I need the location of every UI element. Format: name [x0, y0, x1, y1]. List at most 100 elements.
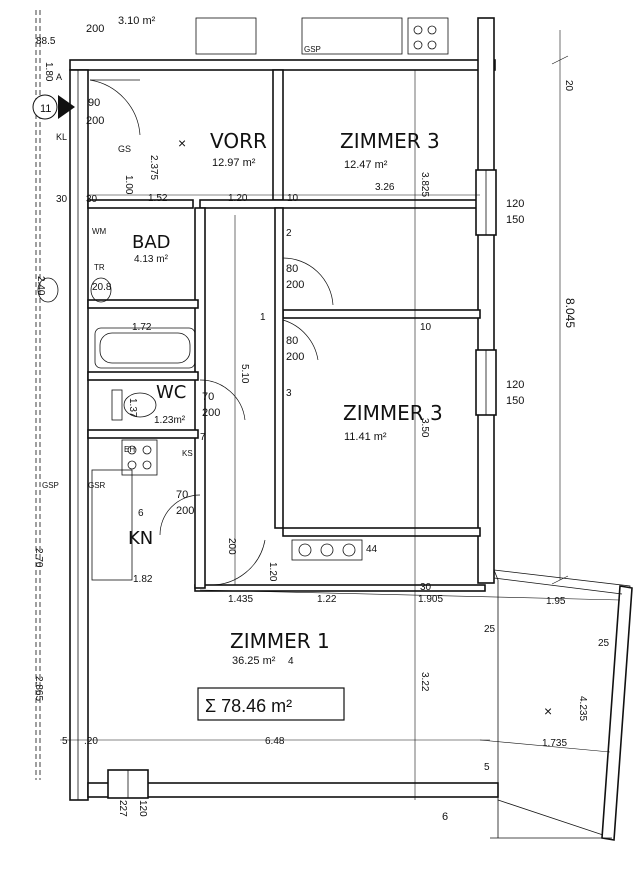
dim-1905: 1.905: [418, 594, 443, 605]
dim-350: 3.50: [419, 418, 430, 438]
dim-182: 1.82: [133, 574, 153, 585]
dim-122: 1.22: [317, 594, 337, 605]
room-zimmer3-mid-area: 11.41 m²: [344, 431, 387, 443]
dim-270: 2.70: [33, 548, 44, 568]
num-7: 7: [200, 432, 206, 443]
toilet: [123, 392, 157, 418]
wall-bad-top: [87, 199, 194, 209]
dim-44: 44: [366, 544, 378, 555]
balcony-right-wall: [601, 585, 633, 841]
dim-510: 5.10: [239, 364, 250, 384]
dim-6: 6: [442, 811, 448, 823]
dim-195: 1.95: [546, 596, 566, 607]
dim-10b: 10: [420, 322, 432, 333]
dim-885: 88.5: [36, 36, 56, 47]
room-zimmer1-area: 36.25 m²: [232, 655, 276, 667]
door-70kn-w: 70: [176, 489, 188, 501]
dim-322: 3.22: [419, 672, 430, 692]
wall-h-4: [194, 584, 486, 592]
label-ks: KS: [182, 449, 193, 458]
door-90-h: 200: [86, 115, 104, 127]
room-vorr-label: VORR: [210, 129, 267, 153]
window-a-w: 120: [506, 198, 524, 210]
dim-30c: 30: [420, 582, 432, 593]
label-kl: KL: [56, 132, 67, 142]
wall-h-2: [282, 309, 481, 319]
mark-x-balcony: ×: [544, 703, 552, 719]
radiator: [291, 539, 363, 561]
label-a: A: [56, 72, 62, 82]
window-b-w: 120: [506, 379, 524, 391]
axis-marker: [32, 94, 58, 120]
wall-bottom: [87, 782, 499, 798]
dim-25a: 25: [484, 624, 496, 635]
window-b-h: 150: [506, 395, 524, 407]
room-zimmer3-top-label: ZIMMER 3: [340, 129, 440, 153]
num-5: 5: [484, 762, 490, 773]
label-tr: TR: [94, 263, 105, 272]
dim-240: 2.40: [35, 276, 46, 296]
label-gsr: GSR: [88, 481, 106, 490]
num-2: 2: [286, 228, 292, 239]
dim-2375: 2.375: [148, 155, 159, 180]
total-area-box: [197, 687, 345, 721]
dim-227: 227: [117, 800, 128, 817]
dim-208: 20.8: [92, 282, 112, 293]
label-wm: WM: [92, 227, 107, 236]
wall-bad-low: [87, 299, 199, 309]
dim-180: 1.80: [43, 62, 54, 82]
room-wc-label: WC: [156, 382, 186, 403]
door-90-w: 90: [88, 97, 100, 109]
door-80a-h: 200: [286, 279, 304, 291]
dim-2865: 2.865: [33, 676, 44, 701]
dim-648: 6.48: [265, 736, 285, 747]
mark-x-vorr: ×: [178, 135, 186, 151]
door-80b-w: 80: [286, 335, 298, 347]
label-gsp: GSP: [304, 45, 321, 54]
dim-25b: 25: [598, 638, 610, 649]
dim-137: 1.37: [127, 398, 138, 418]
room-wc-area: 1.23m²: [154, 415, 186, 426]
dim-8045: 8.045: [563, 298, 577, 328]
axis-number: 11: [40, 103, 51, 115]
wall-z3-left: [274, 207, 284, 529]
num-1: 1: [260, 312, 266, 323]
total-area: Σ 78.46 m²: [205, 696, 292, 716]
door-70wc-w: 70: [202, 391, 214, 403]
dim-120: 1.20: [228, 193, 248, 204]
top-area: 3.10 m²: [118, 15, 156, 27]
dim-120v: 1.20: [267, 562, 278, 582]
wall-top: [69, 59, 496, 71]
wall-wc-top: [87, 371, 199, 381]
label-gs: GS: [118, 144, 131, 154]
dim-30a: 30: [56, 194, 68, 205]
dim-100: 1.00: [123, 175, 134, 195]
wall-vorr-z3: [272, 69, 284, 201]
room-zimmer1-label: ZIMMER 1: [230, 629, 330, 653]
dim-3825: 3.825: [419, 172, 430, 197]
wall-left: [69, 69, 89, 801]
door-70wc-h: 200: [202, 407, 220, 419]
door-swings: [32, 70, 621, 800]
room-bad-label: BAD: [132, 232, 171, 253]
door-70kn-h: 200: [176, 505, 194, 517]
dim-20b: .20: [84, 736, 98, 747]
label-gsp2: GSP: [42, 481, 59, 490]
labels: VORR 12.97 m² ZIMMER 3 12.47 m² ZIMMER 3…: [33, 15, 610, 823]
dim-10a: 10: [287, 193, 299, 204]
dim-120b: 120: [137, 800, 148, 817]
room-vorr-area: 12.97 m²: [212, 157, 256, 169]
dim-5: 5: [62, 736, 68, 747]
room-kn-label: KN: [128, 528, 153, 549]
wall-right: [477, 17, 495, 584]
door-80b-h: 200: [286, 351, 304, 363]
walls: [35, 10, 633, 841]
wall-core: [194, 207, 206, 589]
room-bad-area: 4.13 m²: [134, 254, 169, 265]
room-zimmer3-top-area: 12.47 m²: [344, 159, 388, 171]
room-zimmer3-mid-label: ZIMMER 3: [343, 401, 443, 425]
window-a-h: 150: [506, 214, 524, 226]
dim-30b: 30: [86, 194, 98, 205]
dim-20: 20: [563, 80, 574, 92]
